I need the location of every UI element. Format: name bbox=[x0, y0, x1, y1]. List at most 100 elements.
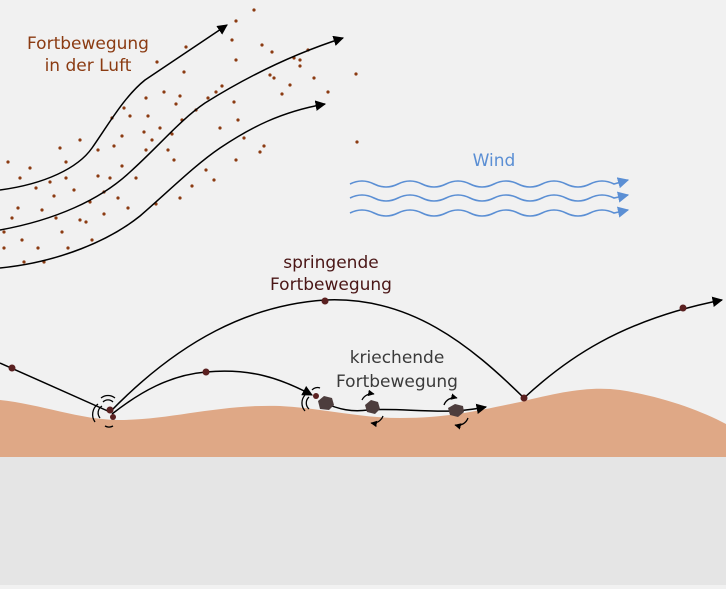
dust-particle bbox=[146, 114, 150, 118]
dust-particle bbox=[64, 160, 68, 164]
dust-particle bbox=[174, 102, 178, 106]
pebble bbox=[318, 396, 334, 410]
suspended-particles bbox=[2, 8, 359, 264]
dust-particle bbox=[144, 96, 148, 100]
grain bbox=[110, 414, 116, 420]
grain bbox=[313, 393, 319, 399]
dust-particle bbox=[20, 238, 24, 242]
dust-particle bbox=[66, 246, 70, 250]
dust-particle bbox=[170, 132, 174, 136]
dust-particle bbox=[312, 76, 316, 80]
dust-particle bbox=[96, 148, 100, 152]
air-label-line1: Fortbewegung bbox=[27, 34, 149, 54]
saltation-path-left bbox=[0, 362, 111, 413]
dust-particle bbox=[112, 144, 116, 148]
dust-particle bbox=[166, 148, 170, 152]
dust-particle bbox=[354, 72, 358, 76]
dust-particle bbox=[182, 70, 186, 74]
dust-particle bbox=[16, 206, 20, 210]
dust-particle bbox=[272, 76, 276, 80]
pebble bbox=[365, 400, 380, 414]
pebble bbox=[448, 404, 464, 417]
dust-particle bbox=[214, 90, 218, 94]
dust-particle bbox=[134, 176, 138, 180]
dust-particle bbox=[212, 178, 216, 182]
dust-particle bbox=[108, 176, 112, 180]
sand-ground bbox=[0, 388, 726, 457]
saltation-label-line1: springende bbox=[283, 253, 378, 273]
dust-particle bbox=[34, 186, 38, 190]
creep-path bbox=[321, 401, 488, 415]
dust-particle bbox=[184, 45, 188, 49]
dust-particle bbox=[355, 140, 359, 144]
dust-particle bbox=[6, 160, 10, 164]
dust-particle bbox=[116, 196, 120, 200]
dust-particle bbox=[2, 246, 6, 250]
dust-particle bbox=[190, 184, 194, 188]
dust-particle bbox=[242, 136, 246, 140]
lower-panel bbox=[0, 457, 726, 585]
grain bbox=[679, 304, 687, 312]
dust-particle bbox=[268, 73, 272, 77]
dust-particle bbox=[258, 150, 262, 154]
dust-particle bbox=[298, 64, 302, 68]
impact-splash-icon bbox=[92, 394, 116, 428]
saltating-grains bbox=[8, 297, 687, 420]
air-label-line2: in der Luft bbox=[45, 56, 132, 76]
dust-particle bbox=[150, 138, 154, 142]
dust-particle bbox=[84, 220, 88, 224]
dust-particle bbox=[78, 138, 82, 142]
rolling-arrows-icon bbox=[443, 393, 469, 430]
dust-particle bbox=[288, 83, 292, 87]
dust-particle bbox=[298, 58, 302, 62]
dust-particle bbox=[126, 206, 130, 210]
dust-particle bbox=[326, 90, 330, 94]
suspension-line-3 bbox=[0, 100, 327, 269]
saltation-label-line2: Fortbewegung bbox=[270, 275, 392, 295]
dust-particle bbox=[206, 96, 210, 100]
dust-particle bbox=[96, 174, 100, 178]
dust-particle bbox=[54, 216, 58, 220]
dust-particle bbox=[78, 218, 82, 222]
dust-particle bbox=[142, 130, 146, 134]
dust-particle bbox=[58, 146, 62, 150]
dust-particle bbox=[122, 106, 126, 110]
impact-splash-icon bbox=[301, 386, 321, 412]
dust-particle bbox=[220, 84, 224, 88]
grain bbox=[106, 406, 114, 414]
dust-particle bbox=[22, 260, 26, 264]
wind-lines bbox=[349, 177, 630, 218]
creeping-pebbles bbox=[318, 396, 464, 417]
saltation-path-right bbox=[523, 296, 724, 399]
dust-particle bbox=[218, 126, 222, 130]
dust-particle bbox=[260, 43, 264, 47]
grain bbox=[520, 394, 528, 402]
dust-particle bbox=[232, 100, 236, 104]
dust-particle bbox=[2, 230, 6, 234]
grain bbox=[8, 364, 16, 372]
dust-particle bbox=[40, 208, 44, 212]
dust-particle bbox=[234, 58, 238, 62]
wind-line-3 bbox=[349, 206, 630, 218]
dust-particle bbox=[204, 168, 208, 172]
dust-particle bbox=[234, 158, 238, 162]
wind-line-1 bbox=[349, 177, 630, 189]
grain bbox=[321, 297, 329, 305]
dust-particle bbox=[64, 176, 68, 180]
dust-particle bbox=[36, 246, 40, 250]
dust-particle bbox=[48, 180, 52, 184]
dust-particle bbox=[178, 94, 182, 98]
dust-particle bbox=[252, 8, 256, 12]
dust-particle bbox=[178, 196, 182, 200]
dust-particle bbox=[18, 176, 22, 180]
dust-particle bbox=[72, 188, 76, 192]
dust-particle bbox=[230, 38, 234, 42]
dust-particle bbox=[102, 212, 106, 216]
dust-particle bbox=[236, 118, 240, 122]
wind-label: Wind bbox=[473, 151, 516, 171]
dust-particle bbox=[162, 90, 166, 94]
dust-particle bbox=[155, 60, 159, 64]
dust-particle bbox=[90, 238, 94, 242]
